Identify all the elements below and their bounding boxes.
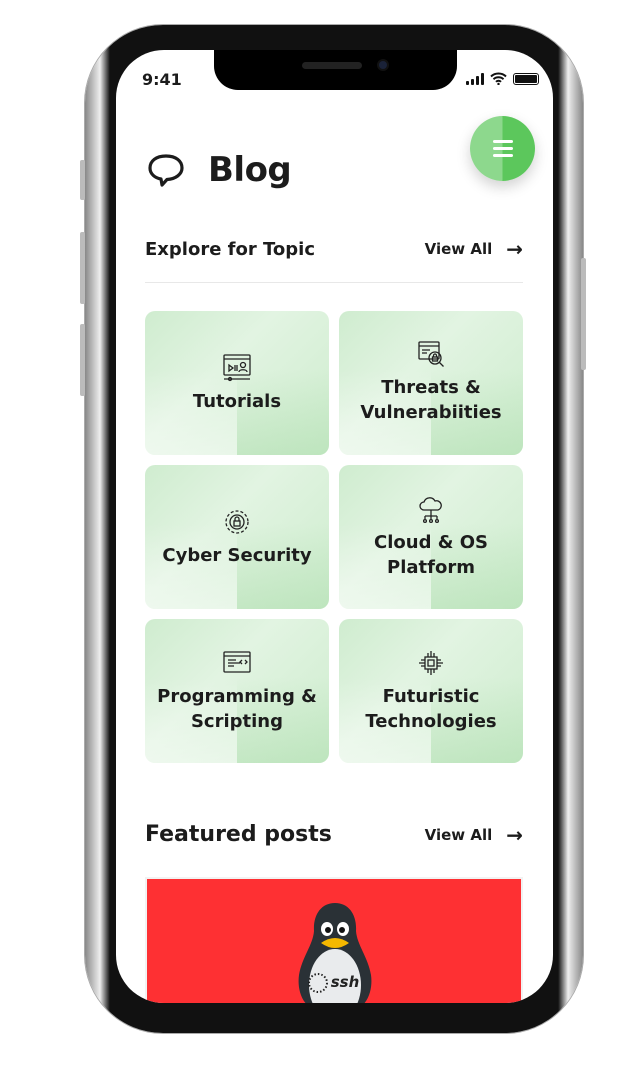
- view-all-topics-link[interactable]: View All →: [425, 237, 523, 261]
- cloud-network-icon: [419, 497, 442, 524]
- topic-card-cloud[interactable]: Cloud & OS Platform: [339, 465, 523, 609]
- view-all-posts-link[interactable]: View All →: [425, 823, 523, 847]
- status-time: 9:41: [142, 70, 182, 89]
- notch: [214, 50, 457, 90]
- featured-post-card[interactable]: ssh: [145, 877, 523, 1003]
- topic-label: Cloud & OS Platform: [374, 532, 488, 578]
- topic-card-threats[interactable]: Threats & Vulnerabiities: [339, 311, 523, 455]
- volume-down-button: [80, 324, 85, 396]
- topic-label: Threats & Vulnerabiities: [360, 377, 502, 423]
- divider: [145, 282, 523, 283]
- battery-icon: [513, 73, 539, 85]
- topic-label: Cyber Security: [162, 544, 312, 566]
- topic-label: Programming & Scripting: [157, 686, 317, 732]
- section-title: Featured posts: [145, 822, 332, 847]
- section-title: Explore for Topic: [145, 238, 315, 260]
- signal-icon: [466, 73, 484, 85]
- status-icons: [466, 72, 539, 85]
- speaker: [302, 62, 362, 69]
- topic-label: Tutorials: [192, 390, 282, 412]
- video-tutorial-icon: [223, 353, 251, 381]
- linux-penguin-image: ssh: [298, 903, 372, 1003]
- security-scan-icon: [418, 341, 444, 367]
- topic-card-programming[interactable]: Programming & Scripting: [145, 619, 329, 763]
- topic-grid: Tutorials Threats & Vulnerabiities Cyber…: [145, 311, 523, 763]
- page-title: Blog: [208, 150, 292, 190]
- page-header: Blog: [146, 150, 292, 190]
- mute-switch: [80, 160, 85, 200]
- arrow-right-icon: →: [506, 822, 523, 847]
- svg-text:ssh: ssh: [331, 973, 360, 991]
- arrow-right-icon: →: [506, 237, 523, 261]
- lock-gear-icon: [225, 509, 249, 534]
- camera: [377, 59, 389, 71]
- view-all-label: View All: [424, 825, 493, 844]
- power-button: [581, 258, 586, 370]
- topic-card-futuristic[interactable]: Futuristic Technologies: [339, 619, 523, 763]
- topic-card-cyber-security[interactable]: Cyber Security: [145, 465, 329, 609]
- chip-icon: [419, 651, 443, 675]
- screen: 9:41 Blog Explore for Topic View All → Tu…: [116, 50, 553, 1003]
- code-window-icon: [223, 651, 251, 673]
- topics-header: Explore for Topic View All →: [145, 237, 523, 261]
- wifi-icon: [490, 72, 507, 85]
- featured-header: Featured posts View All →: [145, 822, 523, 847]
- topic-card-tutorials[interactable]: Tutorials: [145, 311, 329, 455]
- volume-up-button: [80, 232, 85, 304]
- menu-button[interactable]: [470, 116, 535, 181]
- chat-bubble-icon: [148, 154, 184, 187]
- topic-label: Futuristic Technologies: [365, 686, 497, 732]
- view-all-label: View All: [424, 240, 493, 258]
